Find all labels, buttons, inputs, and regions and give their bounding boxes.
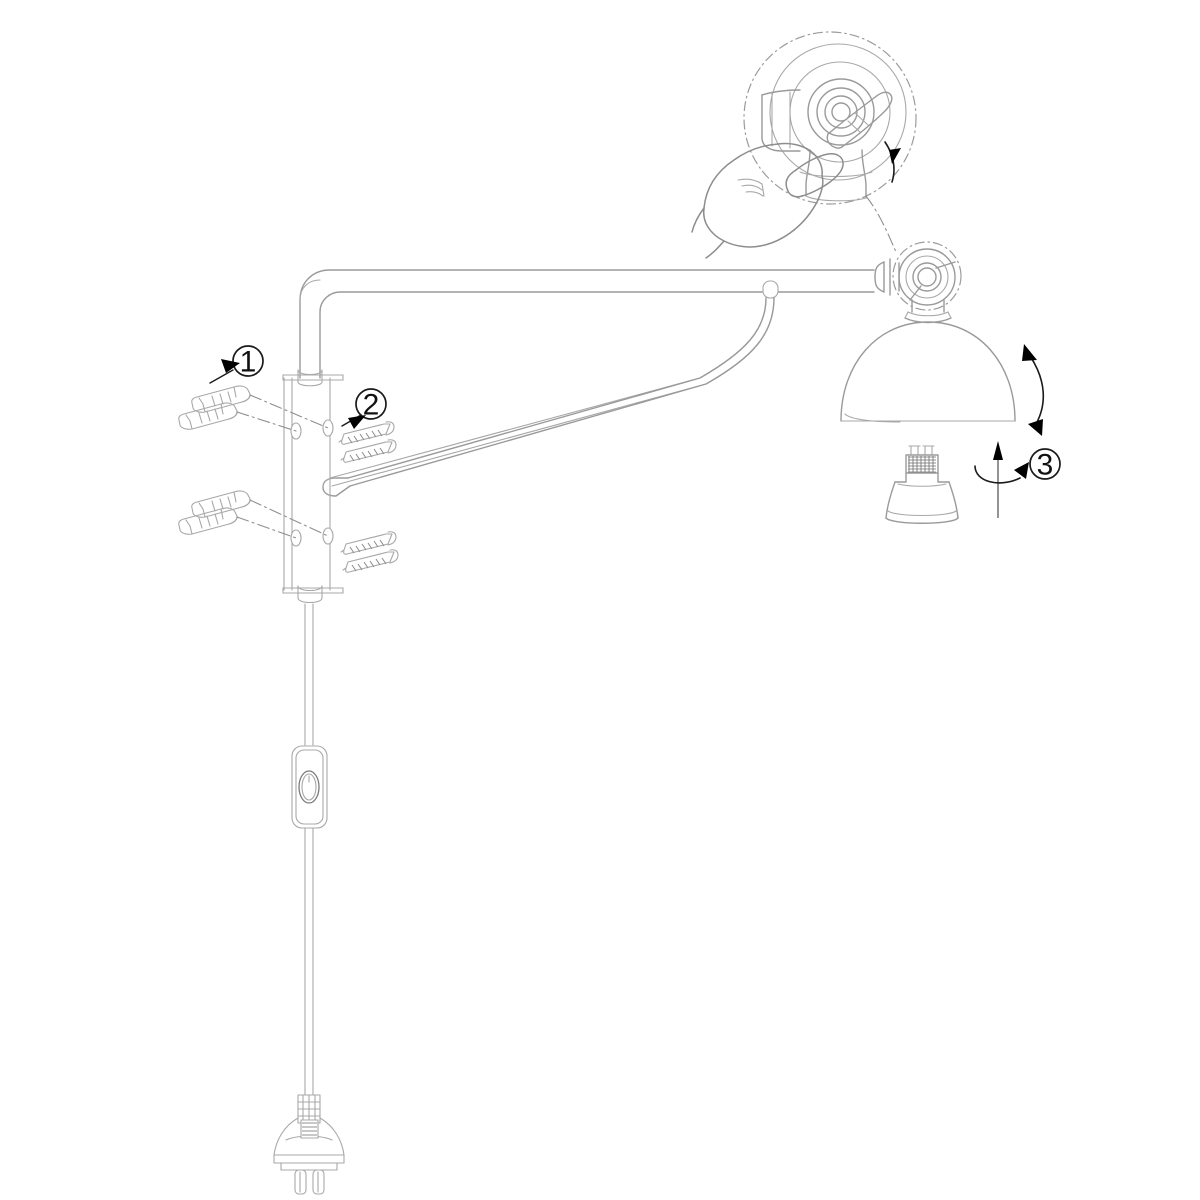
dome-lamp-shade <box>840 321 1016 423</box>
power-cable <box>304 603 314 1096</box>
callout-2: 2 <box>341 388 387 429</box>
lamp-head-knuckle-joint <box>874 241 962 324</box>
wall-plug-lower-pair <box>178 490 329 539</box>
shade-tilt-arc <box>1022 344 1045 436</box>
screw-upper-pair <box>338 421 397 463</box>
wall-plug-upper-pair <box>178 385 329 432</box>
bulb-twist-arc <box>974 441 1029 518</box>
detail-view-hand-tightening <box>691 31 917 259</box>
callout-1: 1 <box>209 345 264 384</box>
callout-1-circle <box>232 345 264 377</box>
callout-3-label: 3 <box>1037 449 1054 482</box>
wall-mount-bracket <box>282 369 344 604</box>
callout-2-circle <box>355 388 387 420</box>
callout-3-circle <box>1029 448 1061 480</box>
callout-1-label: 1 <box>240 346 257 379</box>
inline-rocker-switch[interactable] <box>291 745 328 829</box>
gu10-bulb <box>885 445 959 524</box>
screw-lower-pair <box>340 531 399 573</box>
hand-illustration <box>691 142 844 259</box>
swing-arm-upper <box>299 269 875 379</box>
arm-power-cable <box>329 280 779 487</box>
euro-plug <box>273 1094 345 1195</box>
swing-arm-diagonal-brace <box>322 297 775 497</box>
callout-3: 3 <box>1029 448 1061 482</box>
callout-2-label: 2 <box>363 389 380 422</box>
